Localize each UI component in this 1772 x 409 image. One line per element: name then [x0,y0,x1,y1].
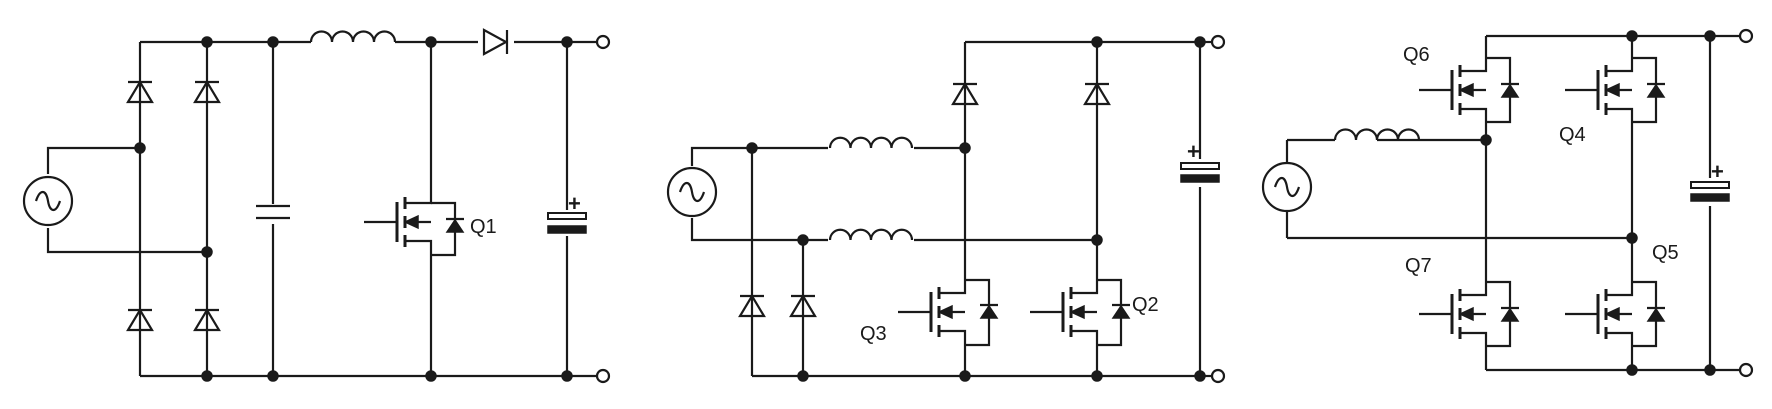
output-terminal-2a [1210,34,1226,50]
junction-dots-2 [746,36,1206,382]
output-capacitor-2 [1179,159,1221,187]
label-q2: Q2 [1132,294,1159,316]
bridge-diode-d1 [126,79,154,104]
mosfet-q6 [1419,56,1520,124]
output-terminal-2b [1210,368,1226,384]
cap-plus-1: + [568,191,581,216]
bridge-diode-d4 [193,307,221,332]
filter-capacitor-1 [255,204,293,224]
inductor-l3 [1333,128,1421,141]
diode-top-left [951,81,979,106]
label-q3: Q3 [860,323,887,345]
label-q5: Q5 [1652,242,1679,264]
panel-totem-pole [1261,28,1754,378]
output-terminal-1b [595,368,611,384]
panel-bridgeless [666,34,1226,384]
label-q1: Q1 [470,216,497,238]
label-q6: Q6 [1403,44,1430,66]
diode-return-1 [738,293,766,318]
label-q7: Q7 [1405,255,1432,277]
panel2-wiring [690,40,1212,378]
output-terminal-1a [595,34,611,50]
mosfet-q3 [898,278,999,347]
inductor-l2 [828,226,914,242]
mosfet-q1 [364,185,465,257]
output-capacitor-1 [546,210,588,236]
ac-source-2 [666,166,718,218]
output-capacitor-3 [1689,178,1731,206]
junction-dots-3 [1480,30,1716,376]
ac-source-1 [22,175,74,227]
cap-plus-3: + [1711,159,1724,184]
bridge-diode-d2 [193,79,221,104]
diode-return-2 [789,293,817,318]
cap-plus-2: + [1187,139,1200,164]
bridge-diode-d3 [126,307,154,332]
ac-source-3 [1261,161,1313,213]
output-terminal-3b [1738,362,1754,378]
label-q4: Q4 [1559,124,1586,146]
diode-top-right [1083,81,1111,106]
junction-dots-1 [134,36,573,382]
boost-inductor-1 [309,30,397,43]
inductor-l1 [828,134,914,150]
mosfet-q7 [1419,280,1520,348]
mosfet-q5 [1565,280,1666,348]
mosfet-q2 [1030,278,1131,347]
panel-bridge-boost [22,28,611,384]
output-terminal-3a [1738,28,1754,44]
mosfet-q4 [1565,56,1666,124]
boost-diode-1 [478,28,514,56]
